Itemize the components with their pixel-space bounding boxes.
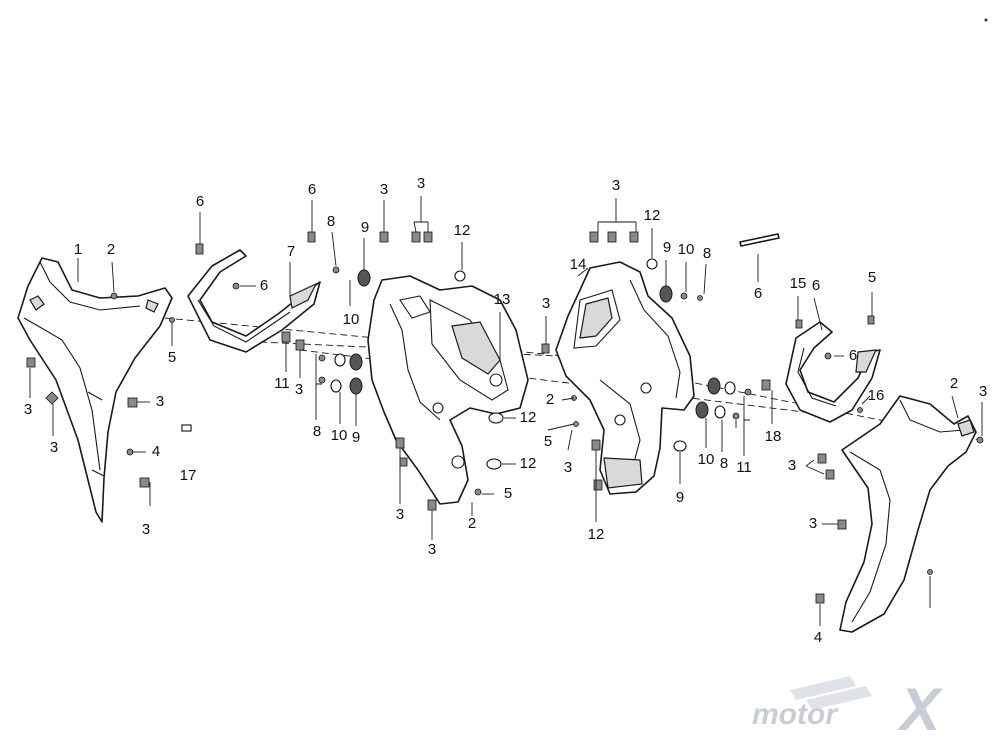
callout-8: 8 bbox=[703, 245, 711, 262]
callout-10: 10 bbox=[678, 241, 695, 258]
callout-6: 6 bbox=[196, 193, 204, 210]
callout-3: 4 bbox=[814, 629, 822, 646]
logo-word: motor bbox=[752, 698, 839, 731]
callout-5: 16 bbox=[868, 387, 885, 404]
callout-3: 3 bbox=[788, 457, 796, 474]
callout-7: 7 bbox=[287, 243, 295, 260]
callout-12: 9 bbox=[676, 489, 684, 506]
part-18-rod bbox=[739, 233, 780, 247]
part-15-right-upper-panel bbox=[785, 321, 881, 423]
callout-3: 3 bbox=[396, 506, 404, 523]
callout-8: 8 bbox=[313, 423, 321, 440]
callout-3: 3 bbox=[142, 521, 150, 538]
callout-9: 9 bbox=[361, 219, 369, 236]
callout-3: 2 bbox=[546, 391, 554, 408]
callout-13: 13 bbox=[494, 291, 511, 308]
callout-17: 17 bbox=[180, 467, 197, 484]
fasteners bbox=[26, 231, 984, 604]
part-17-clip bbox=[181, 424, 192, 432]
callout-3: 3 bbox=[417, 175, 425, 192]
part-1-left-side-cover bbox=[17, 257, 173, 523]
callout-3: 3 bbox=[612, 177, 620, 194]
callout-3: 3 bbox=[295, 381, 303, 398]
checkered-flag-icon bbox=[790, 676, 872, 710]
callout-11: 11 bbox=[274, 375, 290, 392]
callout-2: 5 bbox=[544, 433, 552, 450]
callout-10: 8 bbox=[720, 455, 728, 472]
callout-6: 5 bbox=[868, 269, 876, 286]
callout-5: 5 bbox=[168, 349, 176, 366]
callout-14: 14 bbox=[570, 256, 587, 273]
callout-3: 3 bbox=[24, 401, 32, 418]
callout-16: 2 bbox=[950, 375, 958, 392]
callout-15: 6 bbox=[812, 277, 820, 294]
callout-3: 3 bbox=[542, 295, 550, 312]
logo-x-mark: X bbox=[897, 676, 944, 743]
motorx-watermark-logo: motor X bbox=[752, 676, 944, 743]
part-16-right-side-cover bbox=[839, 395, 977, 633]
callout-2: 2 bbox=[468, 515, 476, 532]
callout-3: 3 bbox=[50, 439, 58, 456]
callout-8: 8 bbox=[327, 213, 335, 230]
leader-lines bbox=[29, 196, 983, 626]
callout-2: 3 bbox=[979, 383, 987, 400]
callout-10: 10 bbox=[331, 427, 348, 444]
callout-6: 6 bbox=[849, 347, 857, 364]
callout-3: 12 bbox=[588, 526, 605, 543]
corner-mark bbox=[984, 18, 988, 22]
callout-5: 3 bbox=[564, 459, 572, 476]
part-14-right-inner-panel bbox=[555, 261, 695, 495]
callout-5: 5 bbox=[504, 485, 512, 502]
callout-6: 6 bbox=[260, 277, 268, 294]
callout-12: 12 bbox=[644, 207, 661, 224]
callout-10: 10 bbox=[343, 311, 360, 328]
callout-6: 15 bbox=[790, 275, 807, 292]
callout-2: 2 bbox=[107, 241, 115, 258]
callout-12: 12 bbox=[520, 455, 537, 472]
callout-labels: 1 2 3 3 3 3 4 5 17 6 6 7 6 8 9 10 11 3 8… bbox=[24, 175, 987, 646]
callout-4: 4 bbox=[152, 443, 160, 460]
callout-3: 3 bbox=[156, 393, 164, 410]
callout-6: 6 bbox=[308, 181, 316, 198]
callout-9: 9 bbox=[352, 429, 360, 446]
part-7-upper-panel bbox=[187, 249, 321, 353]
callout-3: 3 bbox=[380, 181, 388, 198]
callout-3: 3 bbox=[809, 515, 817, 532]
callout-12: 12 bbox=[454, 222, 471, 239]
callout-1: 1 bbox=[74, 241, 82, 258]
callout-3: 3 bbox=[428, 541, 436, 558]
callout-9: 10 bbox=[698, 451, 715, 468]
callout-18: 6 bbox=[754, 285, 762, 302]
part-13-left-inner-panel bbox=[367, 275, 529, 505]
callout-12: 12 bbox=[520, 409, 537, 426]
callout-8: 11 bbox=[736, 459, 752, 476]
callout-11: 18 bbox=[765, 428, 782, 445]
callout-9: 9 bbox=[663, 239, 671, 256]
